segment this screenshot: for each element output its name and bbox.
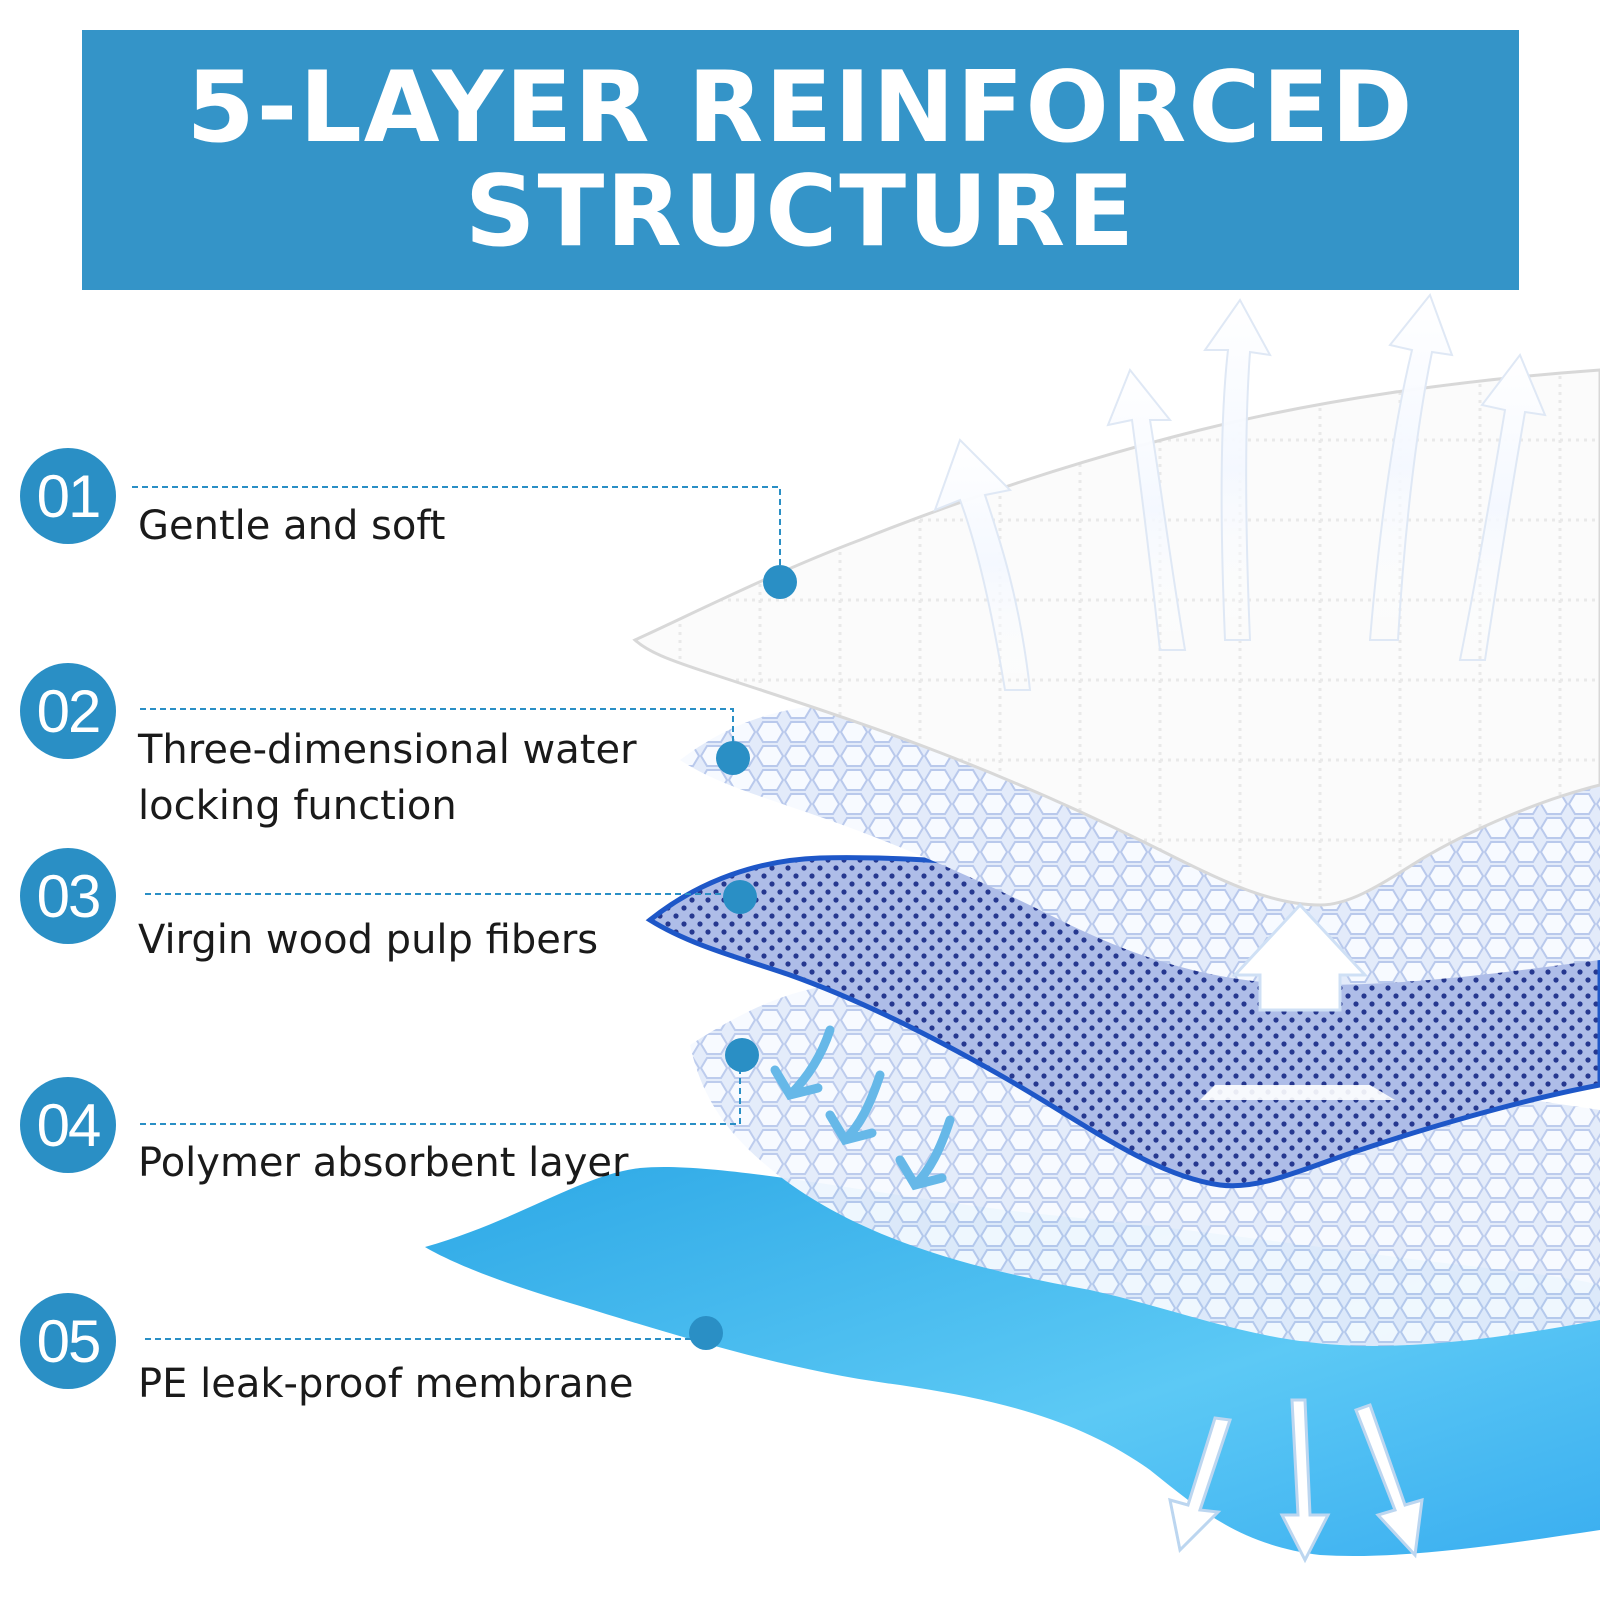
up-arrow-icon <box>1458 353 1547 661</box>
layer-label-04: Polymer absorbent layer <box>138 1140 629 1186</box>
leader-dots <box>689 565 797 1350</box>
leader-01 <box>132 486 781 580</box>
title-banner: 5-LAYER REINFORCED STRUCTURE <box>82 30 1519 290</box>
layer-label-05: PE leak-proof membrane <box>138 1361 634 1407</box>
breathable-arrows <box>933 292 1547 691</box>
double-arrow-icon <box>1168 1416 1232 1554</box>
layer-label-01: Gentle and soft <box>138 503 446 549</box>
down-arrow-icon <box>825 1070 885 1146</box>
layer-label-03: Virgin wood pulp fibers <box>138 917 599 963</box>
layer-label-02-line2: locking function <box>138 783 457 829</box>
down-arrow-icon <box>770 1025 835 1101</box>
leader-dot-05 <box>689 1316 723 1350</box>
down-arrow-icon <box>895 1115 955 1191</box>
layer-badge-05: 05 <box>20 1293 116 1389</box>
double-arrow-icon <box>1279 1398 1331 1564</box>
layer-badge-01: 01 <box>20 448 116 544</box>
leader-dot-01 <box>763 565 797 599</box>
double-arrow-icon <box>1354 1403 1424 1559</box>
center-up-arrow-icon <box>1200 902 1395 1100</box>
up-arrow-icon <box>933 438 1032 691</box>
layer-badge-02: 02 <box>20 663 116 759</box>
layer-label-02-line1: Three-dimensional water <box>138 727 637 773</box>
absorb-arrows <box>770 1025 955 1191</box>
layer-badge-03: 03 <box>20 848 116 944</box>
up-arrow-icon <box>1368 292 1454 641</box>
title-line-2: STRUCTURE <box>464 155 1137 269</box>
layer-01-top-sheet <box>632 368 1600 907</box>
leader-04 <box>140 1058 741 1125</box>
leader-dot-02 <box>716 741 750 775</box>
leader-dot-03 <box>723 880 757 914</box>
up-arrow-icon <box>1203 298 1272 641</box>
title-line-1: 5-LAYER REINFORCED <box>186 51 1415 165</box>
bottom-arrows <box>1168 1398 1424 1564</box>
layer-badge-04: 04 <box>20 1077 116 1173</box>
leader-dot-04 <box>725 1038 759 1072</box>
up-arrow-icon <box>1106 368 1187 651</box>
